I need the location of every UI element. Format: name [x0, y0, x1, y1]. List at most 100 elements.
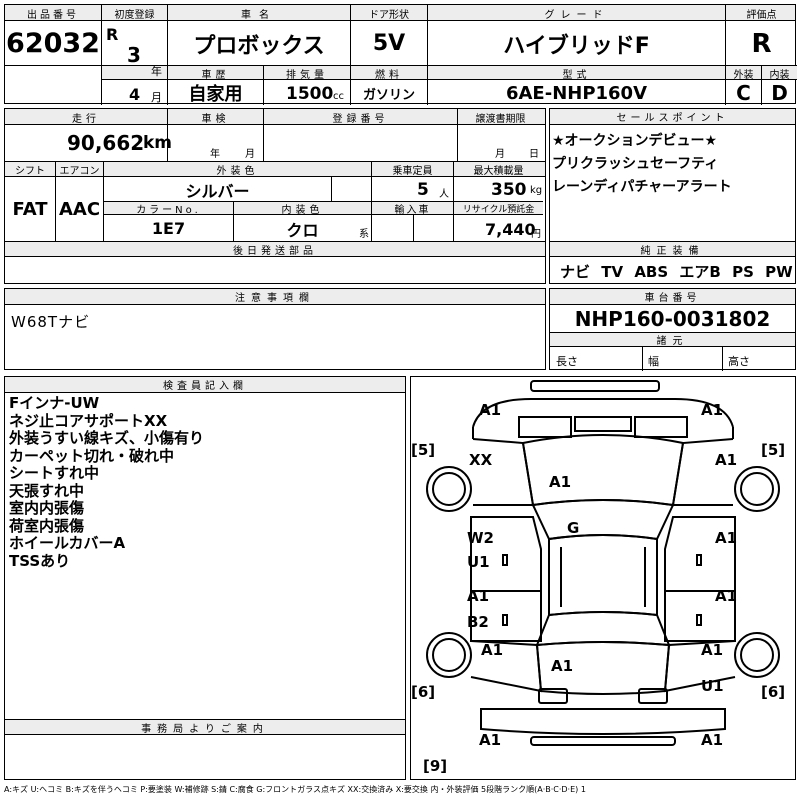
mark-fl-door: W2: [467, 529, 494, 547]
header-box: 出品番号 62032 初度登録 R 3 年 4 月 車名 プロボックス ドア形状…: [4, 4, 797, 105]
mark-rr-corner: A1: [701, 731, 724, 749]
inspector-line: ホイールカバーA: [9, 534, 126, 552]
inspector-line: カーペット切れ・破れ中: [9, 446, 175, 465]
inspector-line: シートすれ中: [9, 464, 100, 482]
exterior-label: 外装: [733, 69, 754, 81]
fuel-label: 燃料: [375, 69, 403, 81]
mark-front-right: [5]: [761, 441, 786, 459]
mark-fr-door: A1: [715, 529, 738, 547]
int-color-label: 内装色: [281, 205, 324, 216]
inspector-label: 検査員記入欄: [5, 377, 405, 393]
car-diagram: [426, 380, 780, 746]
era: R: [106, 25, 119, 44]
int-color-unit: 系: [359, 229, 369, 240]
mark-rr-door: A1: [715, 587, 738, 605]
chassis-number: NHP160-0031802: [574, 307, 771, 331]
mark-rl-quarter: A1: [481, 641, 504, 659]
displacement-label: 排気量: [286, 69, 328, 81]
color-no-label: カラーNo.: [136, 205, 201, 216]
notes-label: 注意事項欄: [5, 289, 545, 305]
shift-label: シフト: [15, 166, 45, 177]
mark-fl-door: U1: [467, 553, 490, 571]
door-label: ドア形状: [369, 9, 409, 21]
chassis-box: 車台番号 NHP160-0031802 諸元 長さ 幅 高さ: [549, 288, 796, 371]
mark-front-left: [5]: [411, 441, 436, 459]
mark-rr-quarter: U1: [701, 677, 724, 695]
year-value: 3: [127, 43, 141, 67]
car-diagram-box: A1 A1 [5] [5] XX A1 A1 G W2 U1 A1 A1 B2 …: [410, 376, 796, 780]
mark-hood: A1: [549, 473, 572, 491]
color-no: 1E7: [151, 219, 186, 238]
aircon: AAC: [58, 199, 101, 220]
recycle: 7,440: [485, 220, 536, 239]
equip-item: TV: [601, 263, 624, 281]
load-label: 最大積載量: [473, 166, 524, 177]
mark-rl-door: A1: [467, 587, 490, 605]
equip-item: PW: [765, 263, 793, 281]
mark-rear-right: [6]: [761, 683, 786, 701]
mark-rl-door: B2: [467, 613, 489, 631]
chassis-label: 車台番号: [550, 289, 795, 305]
inspector-box: 検査員記入欄 Fインナ-UW ネジ止コアサポートXX 外装うすい線キズ、小傷有り…: [4, 376, 406, 780]
width-label: 幅: [648, 355, 659, 368]
notes-text: W68Tナビ: [11, 313, 91, 331]
mileage: 90,662: [67, 131, 145, 155]
car-name: プロボックス: [193, 33, 325, 59]
equip-item: エアB: [679, 263, 721, 281]
transfer-label: 譲渡書期限: [475, 113, 526, 125]
inspector-line: Fインナ-UW: [9, 394, 100, 412]
specs-label: 諸元: [550, 332, 795, 347]
sales-line: ★オークションデビュー★: [552, 133, 718, 149]
history-label: 車歴: [201, 69, 230, 81]
score-label: 評価点: [746, 9, 777, 21]
capacity-unit: 人: [439, 189, 449, 200]
inspection-label: 車検: [201, 113, 230, 125]
exterior-grade: C: [736, 81, 751, 105]
inspector-line: 天張すれ中: [9, 481, 85, 500]
year-unit: 年: [151, 65, 162, 78]
score: R: [751, 28, 772, 59]
interior-grade: D: [771, 81, 788, 105]
load: 350: [491, 180, 527, 200]
grade: ハイブリッドF: [503, 33, 650, 59]
inspector-line: 荷室内張傷: [9, 516, 85, 535]
mark-tail: [9]: [423, 757, 448, 775]
mark-fl-fender: XX: [469, 451, 493, 469]
lot-label: 出品番号: [27, 9, 79, 21]
details-box: 走行 90,662 km 車検 年 月 登録番号 譲渡書期限 月 日 シフト エ…: [4, 108, 546, 284]
import-label: 輸入車: [394, 205, 431, 216]
insp-month-unit: 月: [245, 149, 255, 160]
model-label: 型式: [562, 69, 591, 81]
fuel: ガソリン: [362, 87, 415, 103]
inspector-line: 外装うすい線キズ、小傷有り: [9, 429, 205, 447]
mileage-unit: km: [143, 133, 173, 153]
shift: FAT: [12, 199, 48, 220]
sales-label: セールスポイント: [550, 109, 795, 125]
length-label: 長さ: [556, 355, 578, 368]
mark-rl-corner: A1: [479, 731, 502, 749]
interior-label: 内装: [769, 69, 790, 81]
recycle-unit: 円: [531, 229, 541, 240]
equipment-label: 純正装備: [550, 241, 795, 257]
transfer-month-unit: 月: [495, 149, 505, 160]
first-reg-label: 初度登録: [114, 9, 155, 21]
load-unit: kg: [530, 185, 543, 196]
history: 自家用: [188, 84, 243, 105]
mark-fl-corner: A1: [479, 401, 502, 419]
capacity: 5: [417, 180, 429, 200]
sales-line: プリクラッシュセーフティ: [552, 156, 719, 172]
month-value: 4: [129, 85, 141, 104]
recycle-label: リサイクル預託金: [462, 205, 535, 215]
mark-roof: A1: [551, 657, 574, 675]
grade-label: グレード: [544, 9, 609, 21]
notes-box: 注意事項欄 W68Tナビ: [4, 288, 546, 370]
inspector-line: TSSあり: [9, 551, 71, 570]
displacement: 1500: [286, 84, 334, 104]
month-unit: 月: [151, 91, 162, 104]
mark-glass: G: [567, 519, 580, 537]
later-parts-label: 後日発送部品: [233, 246, 317, 257]
color-label: 外装色: [216, 166, 259, 177]
aircon-label: エアコン: [59, 166, 100, 177]
equip-item: ナビ: [560, 263, 591, 281]
inspector-line: ネジ止コアサポートXX: [9, 411, 168, 430]
